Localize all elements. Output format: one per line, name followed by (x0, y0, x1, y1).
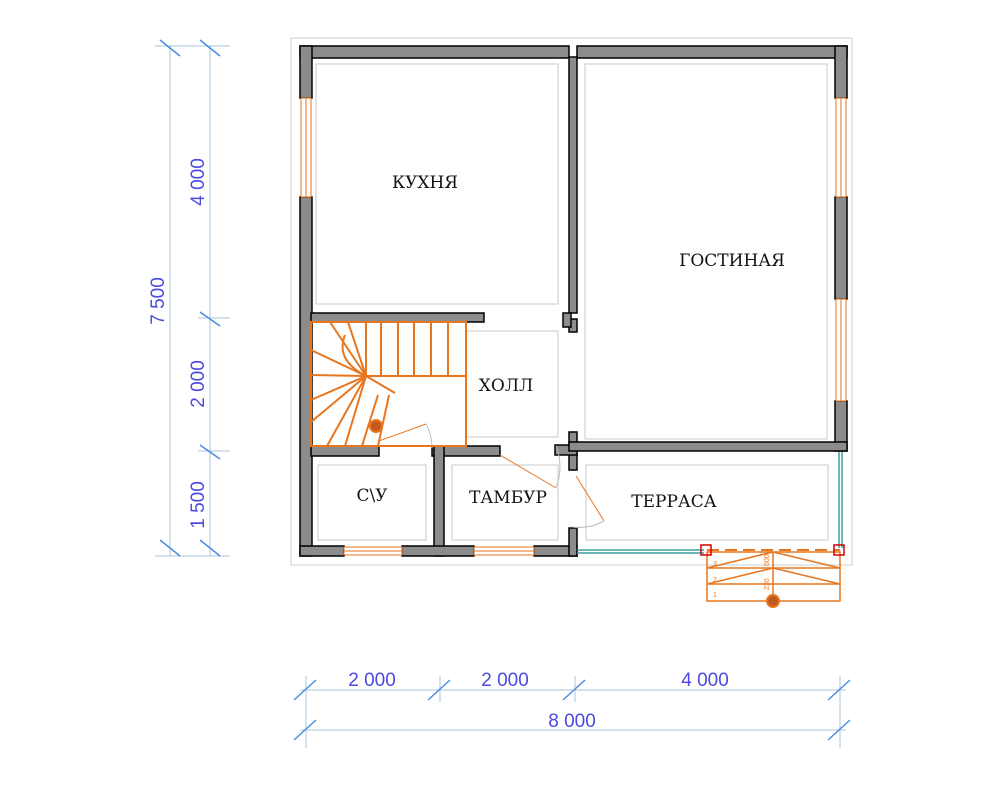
vertical-dimension-lines (155, 45, 230, 557)
dimension-horizontal-part: 2 000 (348, 670, 396, 691)
sheet-frame (290, 37, 853, 566)
porch-start-marker (766, 594, 780, 608)
wall-left-1 (299, 45, 313, 99)
door-bath-leaf (378, 423, 427, 442)
wall-right-1 (834, 45, 848, 99)
dimension-horizontal-total: 8 000 (548, 711, 596, 732)
terrace-outline (585, 464, 829, 541)
dimension-vertical-part: 2 000 (188, 360, 209, 408)
door-terrace-arc (571, 520, 605, 528)
dimension-horizontal-part: 4 000 (681, 670, 729, 691)
room-label-terrace: ТЕРРАСА (631, 492, 717, 512)
room-label-living: ГОСТИНАЯ (679, 251, 785, 271)
door-vest-leaf (499, 454, 557, 489)
wall-vest-right-lower (568, 527, 578, 557)
vertical-dimension-ticks (159, 39, 221, 557)
vestibule-outline (451, 464, 559, 541)
wall-bath-top (310, 445, 380, 457)
door-terrace-leaf (575, 475, 605, 522)
porch-step-number: 2 (713, 577, 717, 584)
room-label-vestibule: ТАМБУР (469, 488, 547, 508)
walls (299, 45, 848, 557)
kitchen-outline (315, 63, 559, 305)
wall-center-upper (568, 56, 578, 314)
door-vest-arc (555, 445, 561, 489)
room-label-kitchen: КУХНЯ (392, 173, 458, 193)
room-label-bathroom: С\У (356, 486, 388, 506)
dimension-vertical-part: 4 000 (188, 158, 209, 206)
porch-step-number: 1 (713, 592, 717, 599)
porch-mark: 600 (764, 554, 771, 566)
wall-center-jog (562, 312, 572, 328)
stair-start-marker (369, 419, 383, 433)
wall-living-bottom (568, 441, 848, 452)
living-outline (584, 63, 828, 440)
wall-bottom-1 (299, 545, 345, 557)
dimension-horizontal-part: 2 000 (481, 670, 529, 691)
room-label-hall: ХОЛЛ (479, 376, 533, 396)
porch-post-right (833, 544, 845, 556)
porch-steps (706, 549, 841, 602)
wall-right-2 (834, 196, 848, 300)
bathroom-outline (317, 464, 427, 541)
porch-step-number: 3 (713, 561, 717, 568)
stair (310, 321, 467, 447)
wall-bottom-2 (401, 545, 475, 557)
door-bath-arc (425, 423, 433, 449)
wall-kitchen-bottom (310, 312, 485, 323)
horizontal-dimension-ticks (293, 679, 851, 741)
wall-top-left (299, 45, 570, 59)
dimension-vertical-part: 1 500 (188, 481, 209, 529)
wall-top-right (576, 45, 848, 59)
wall-bath-vest (433, 445, 445, 557)
room-outlines (315, 63, 829, 541)
terrace-glazing (577, 452, 843, 554)
porch-post-left (700, 544, 712, 556)
porch-mark: 230 (764, 578, 771, 590)
dimension-vertical-total: 7 500 (148, 277, 169, 325)
windows (300, 97, 847, 556)
doors (378, 423, 605, 528)
